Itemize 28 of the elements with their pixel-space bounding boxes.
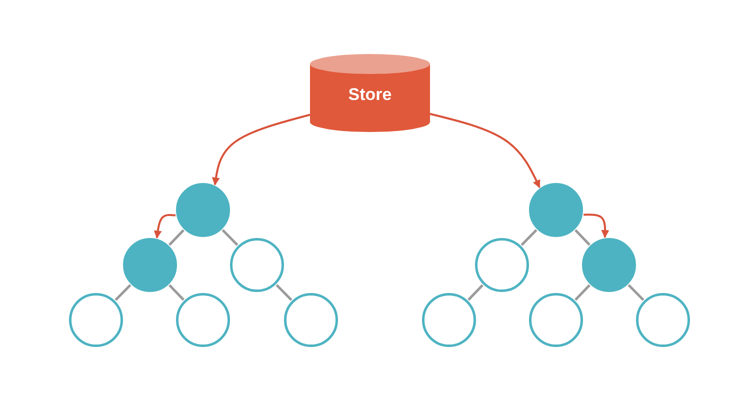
connector-line <box>574 284 590 301</box>
arrow <box>212 114 310 186</box>
empty-circle <box>284 293 338 347</box>
filled-circle <box>582 238 636 292</box>
empty-circle <box>69 293 123 347</box>
connector-line <box>168 229 184 246</box>
connector-line <box>468 284 484 301</box>
connector-line <box>222 229 238 246</box>
node-label: Store <box>347 85 393 105</box>
connector-line <box>628 284 644 301</box>
empty-circle <box>176 293 230 347</box>
database-cylinder <box>310 54 430 132</box>
filled-circle <box>123 238 177 292</box>
connector-line <box>574 229 590 246</box>
empty-circle <box>636 293 690 347</box>
connector-line <box>168 284 184 301</box>
arrow <box>430 112 540 188</box>
arrow <box>584 214 610 238</box>
empty-circle <box>422 293 476 347</box>
connector-line <box>114 284 132 301</box>
empty-circle <box>475 238 529 292</box>
empty-circle <box>230 238 284 292</box>
arrow <box>154 214 176 239</box>
empty-circle <box>529 293 583 347</box>
connector-line <box>276 284 292 301</box>
filled-circle <box>529 183 583 237</box>
connector-line <box>520 229 538 246</box>
filled-circle <box>176 183 230 237</box>
